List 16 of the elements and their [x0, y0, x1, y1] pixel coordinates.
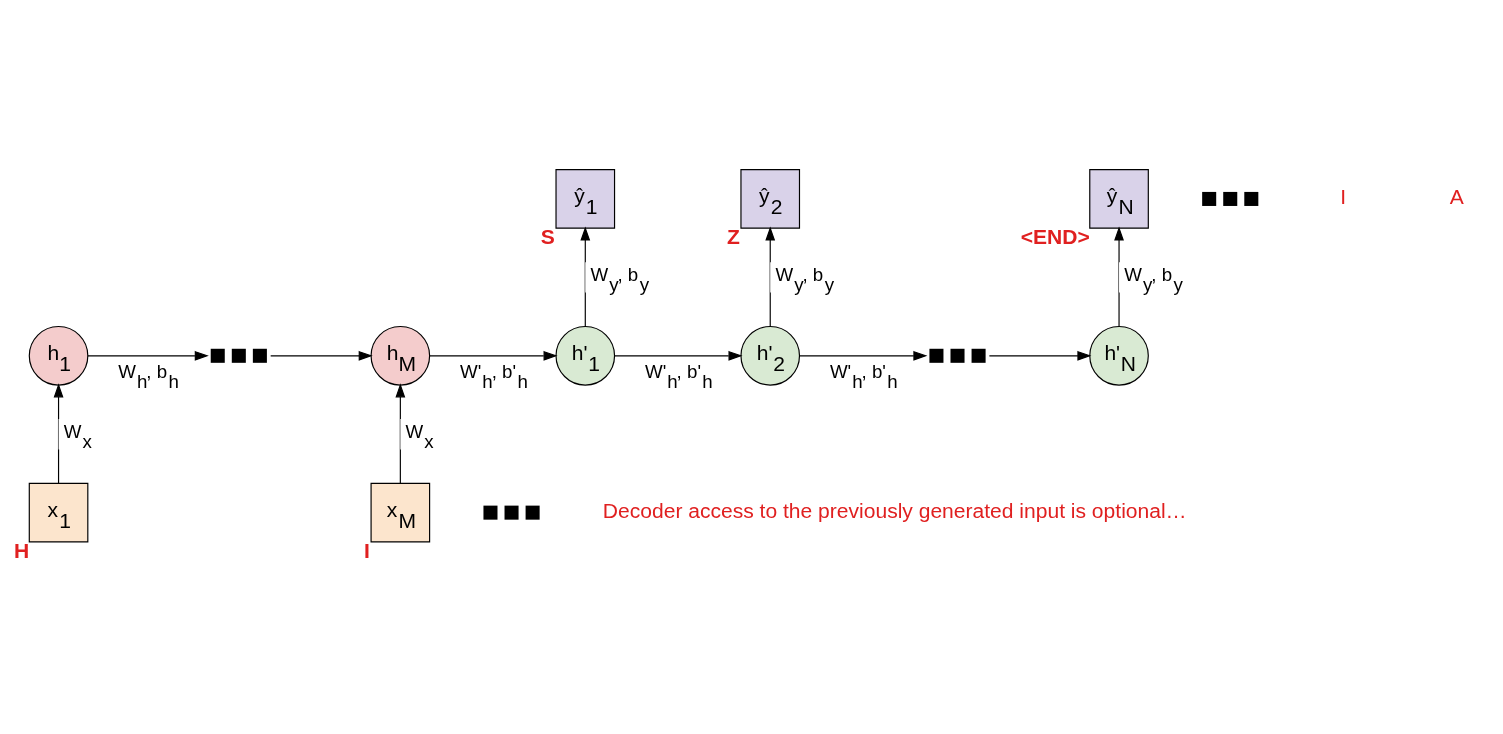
node-label: <END>	[1020, 224, 1090, 248]
node-label: I	[364, 538, 370, 562]
arrow	[53, 382, 64, 484]
arrow	[429, 350, 558, 361]
label: Decoder access to the previously generated input is optional…	[602, 498, 1187, 522]
label: A	[1449, 184, 1464, 208]
arrow	[614, 350, 743, 361]
node-label: Z	[726, 224, 740, 248]
arrow	[798, 350, 928, 361]
arrow	[270, 350, 373, 361]
arrow	[1114, 226, 1124, 327]
node-label: S	[540, 224, 555, 248]
node-label: H	[14, 538, 30, 562]
arrow	[87, 350, 209, 361]
label: I	[1340, 184, 1347, 208]
arrow	[988, 350, 1092, 361]
